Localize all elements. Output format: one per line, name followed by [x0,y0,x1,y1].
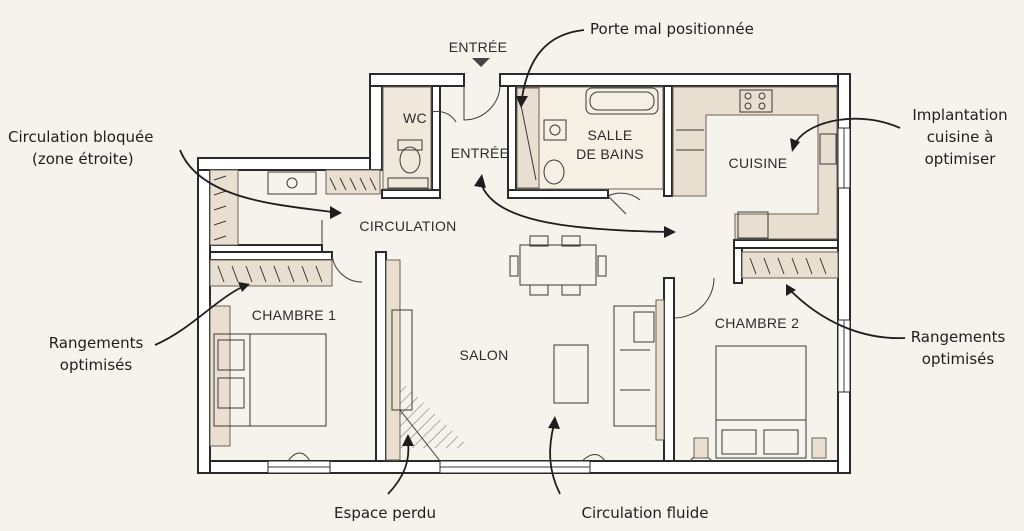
room-labels: ENTRÉE WC ENTRÉE SALLE DE BAINS CUISINE … [252,39,799,363]
label-entree-inner: ENTRÉE [451,145,510,161]
note-rangements-right-2: optimisés [922,350,995,368]
note-rangements-right-1: Rangements [911,328,1006,346]
bathroom [516,86,664,215]
arrowhead-espace-perdu [402,434,414,446]
arrowhead-fluide-end [664,226,676,238]
label-cuisine: CUISINE [729,155,788,171]
label-salle-de-bains-2: DE BAINS [576,146,644,162]
arrow-implantation [795,117,901,143]
arrowhead-fluide-start [474,174,486,188]
arrowhead-implantation [790,138,800,152]
arrowhead-rangements-left [238,282,250,292]
note-implantation-3: optimiser [925,150,997,168]
arrow-rangements-right [789,289,906,339]
note-implantation-2: cuisine à [927,128,994,146]
note-circulation-bloquee-1: Circulation bloquée [8,128,153,146]
arrowhead-circulation-fluide [548,416,560,429]
annotation-texts: Porte mal positionnée Circulation bloqué… [8,20,1008,522]
label-salle-de-bains-1: SALLE [587,127,632,143]
label-entree-top: ENTRÉE [449,39,508,55]
arrowhead-porte [516,96,528,108]
arrow-porte [521,29,585,99]
arrow-rangements-left [154,285,245,346]
note-circulation-bloquee-2: (zone étroite) [32,150,134,168]
arrow-circulation-bloquee [179,149,333,213]
note-rangements-left-1: Rangements [49,334,144,352]
entry [463,58,501,121]
annotation-arrows [154,29,906,495]
note-espace-perdu: Espace perdu [334,504,436,522]
kitchen [672,86,838,240]
label-salon: SALON [460,347,509,363]
arrowhead-circulation-bloquee [330,206,342,219]
note-circulation-fluide: Circulation fluide [582,504,709,522]
arrow-espace-perdu [387,441,410,495]
arrow-circulation-fluide-top [479,179,669,233]
salon [385,235,665,462]
storage-top-left [209,169,381,246]
note-rangements-left-2: optimisés [60,356,133,374]
note-implantation-1: Implantation [912,106,1007,124]
label-chambre-1: CHAMBRE 1 [252,307,336,323]
label-circulation: CIRCULATION [359,218,456,234]
arrowhead-rangements-right [786,284,796,296]
note-porte-mal-positionnee: Porte mal positionnée [590,20,754,38]
arrow-circulation-fluide [549,423,561,495]
chambre-1 [209,251,363,447]
label-wc: WC [403,110,427,126]
chambre-2 [673,251,839,459]
label-chambre-2: CHAMBRE 2 [715,315,799,331]
wc-room [382,86,457,190]
interior-walls [209,85,839,462]
